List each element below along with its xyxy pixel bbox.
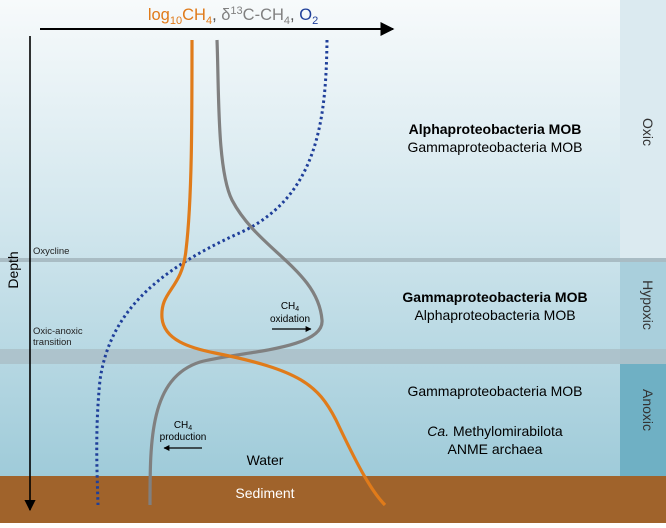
oxidation-label-ch4: CH4 — [281, 301, 299, 313]
oxic-anoxic-label-line1: Oxic-anoxic — [33, 326, 83, 337]
oxic-anoxic-label-line2: transition — [33, 337, 72, 348]
delta13c-profile-curve — [148, 39, 324, 506]
depth-axis-label: Depth — [5, 251, 21, 288]
ch4-profile-curve — [160, 39, 387, 507]
production-label-word: production — [160, 432, 207, 443]
anoxic-community-line2: Ca. Methylomirabilota — [427, 423, 563, 439]
zone-bar-hypoxic — [620, 260, 666, 364]
zone-bar-anoxic — [620, 364, 666, 476]
zone-label-oxic: Oxic — [640, 118, 656, 146]
oxic-community-secondary: Gammaproteobacteria MOB — [407, 139, 582, 155]
top-axis-label: log10CH4, δ13C-CH4, O2 — [148, 5, 318, 27]
sediment-label: Sediment — [235, 485, 294, 501]
oxic-community-primary: Alphaproteobacteria MOB — [409, 121, 582, 137]
o2-profile-curve — [95, 39, 329, 506]
hypoxic-community-primary: Gammaproteobacteria MOB — [402, 289, 587, 305]
zone-bar-oxic — [620, 0, 666, 260]
anoxic-community-line1: Gammaproteobacteria MOB — [407, 383, 582, 399]
oxidation-label-word: oxidation — [270, 314, 310, 325]
hypoxic-community-secondary: Alphaproteobacteria MOB — [414, 307, 575, 323]
zone-label-hypoxic: Hypoxic — [640, 280, 656, 330]
anoxic-community-line3: ANME archaea — [448, 441, 543, 457]
zone-label-anoxic: Anoxic — [640, 389, 656, 431]
sediment-layer — [0, 476, 666, 523]
oxic-anoxic-band — [0, 349, 666, 364]
oxycline-label: Oxycline — [33, 246, 69, 257]
water-label: Water — [247, 452, 284, 468]
oxycline-band — [0, 258, 666, 262]
water-column — [0, 0, 620, 476]
production-label-ch4: CH4 — [174, 420, 192, 432]
